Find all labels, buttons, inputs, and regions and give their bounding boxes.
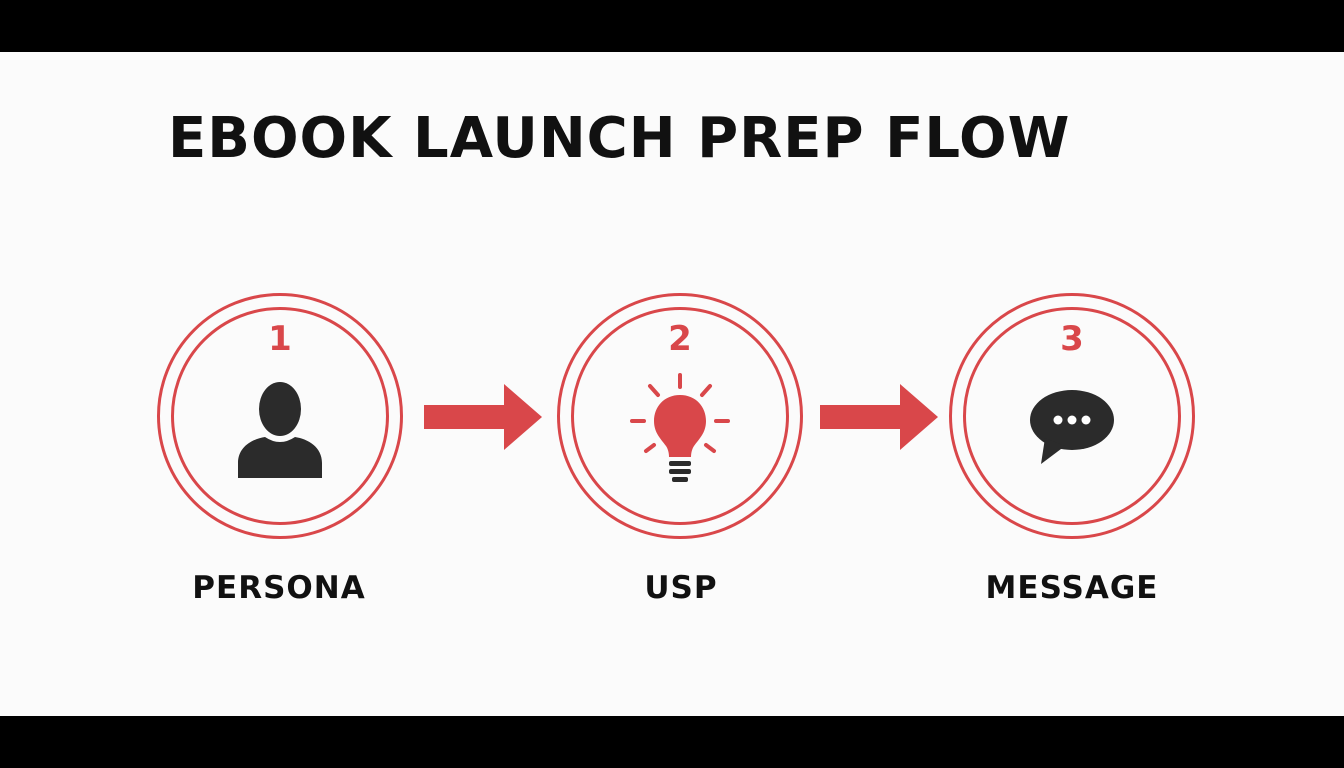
speech-bubble-icon (1030, 390, 1114, 464)
outer-ring (157, 293, 403, 539)
arrow-right-icon (820, 384, 938, 450)
step-1-circle: 1 (157, 293, 403, 539)
step-2-circle: 2 (557, 293, 803, 539)
inner-ring (571, 307, 789, 525)
step-number: 3 (1060, 319, 1084, 359)
person-icon (238, 382, 322, 478)
page-title: EBOOK LAUNCH PREP FLOW (168, 106, 1071, 171)
step-label-usp: USP (644, 570, 718, 606)
lightbulb-icon (630, 373, 730, 482)
arrow-right-icon (424, 384, 542, 450)
step-number: 2 (668, 319, 692, 359)
step-3-circle: 3 (949, 293, 1195, 539)
outer-ring (557, 293, 803, 539)
step-number: 1 (268, 319, 292, 359)
step-label-message: MESSAGE (985, 570, 1159, 606)
outer-ring (949, 293, 1195, 539)
inner-ring (171, 307, 389, 525)
step-label-persona: PERSONA (192, 570, 366, 606)
inner-ring (963, 307, 1181, 525)
